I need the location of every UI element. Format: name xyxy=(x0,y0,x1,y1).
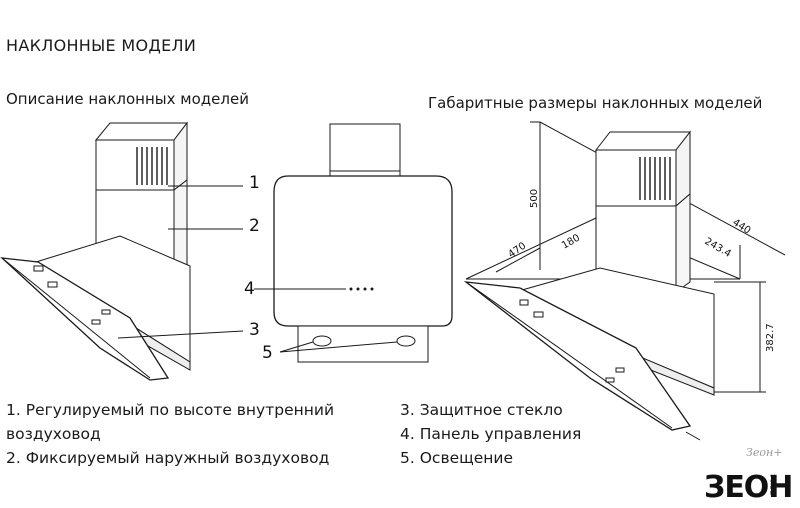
callout-3: 3 xyxy=(249,320,260,340)
legend-item-2: 2. Фиксируемый наружный воздуховод xyxy=(6,449,330,467)
brand-logo-tag: плюс xyxy=(768,474,777,496)
dim-flue-offset: 243.4 xyxy=(703,236,733,260)
left-caption: Описание наклонных моделей xyxy=(6,90,249,108)
legend-item-1: 1. Регулируемый по высоте внутренний xyxy=(6,401,335,419)
legend-right: 3. Защитное стекло 4. Панель управления … xyxy=(400,398,581,470)
legend-item-1-cont: воздуховод xyxy=(6,425,101,443)
legend-item-3: 3. Защитное стекло xyxy=(400,401,563,419)
legend-left: 1. Регулируемый по высоте внутренний воз… xyxy=(6,398,334,470)
watermark-text: Зеон+ xyxy=(746,446,783,459)
front-view-illustration xyxy=(254,123,453,363)
legend-item-4: 4. Панель управления xyxy=(400,425,582,443)
dim-height-top: 500 xyxy=(529,189,540,208)
callout-1: 1 xyxy=(249,173,260,193)
right-caption: Габаритные размеры наклонных моделей xyxy=(428,94,763,112)
dim-flue-depth: 180 xyxy=(560,233,582,252)
callout-4: 4 xyxy=(244,279,255,299)
dim-depth: 470 xyxy=(506,240,528,260)
dimension-illustration xyxy=(463,121,786,441)
legend-item-5: 5. Освещение xyxy=(400,449,513,467)
dim-width: 440 xyxy=(730,217,752,236)
dim-body-height: 382.7 xyxy=(765,323,776,352)
left-hood-illustration xyxy=(0,121,244,381)
page-title: НАКЛОННЫЕ МОДЕЛИ xyxy=(6,36,197,55)
brand-logo: ЗЕОН xyxy=(704,470,793,505)
callout-5: 5 xyxy=(262,343,273,363)
callout-2: 2 xyxy=(249,216,260,236)
callout-labels: 1 2 3 4 5 xyxy=(244,173,273,363)
